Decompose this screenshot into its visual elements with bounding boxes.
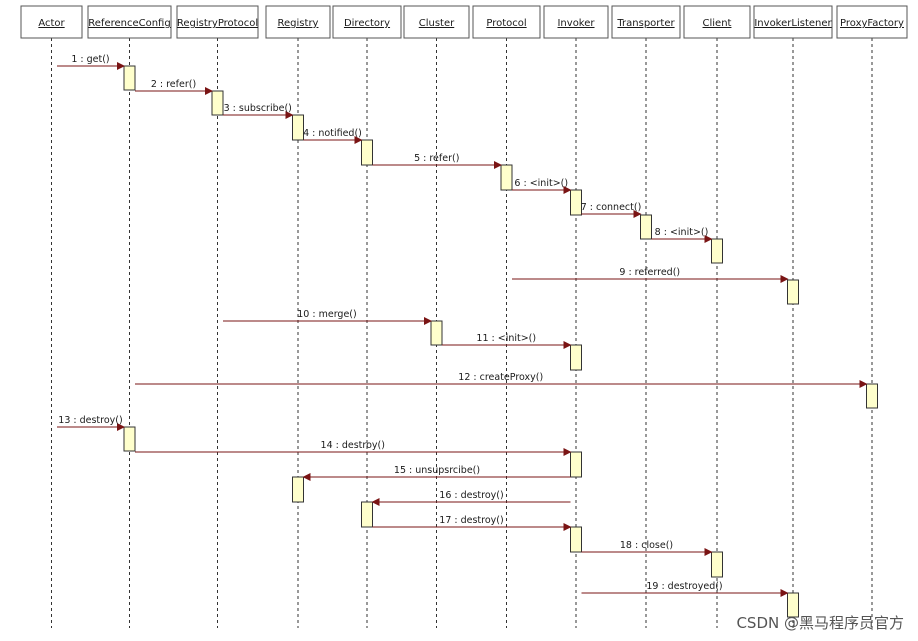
message-label: 13 : destroy() [58,415,122,426]
participant-label-actor: Actor [38,18,65,29]
activation-box [500,164,513,191]
activation-box [430,320,443,346]
participant-box-cluster [403,5,470,39]
activation-box [123,65,136,91]
message-label: 12 : createProxy() [458,372,543,383]
activation-box [570,344,582,371]
message-label: 19 : destroyed() [646,581,722,592]
activation-box [361,139,373,166]
participant-label-protocol: Protocol [486,18,526,29]
participant-box-protocol [472,5,541,39]
message-label: 15 : unsupsrcibe() [394,465,480,476]
activation-box [711,238,723,264]
activation-box [570,526,582,553]
activation-box [787,279,799,305]
message-label: 1 : get() [71,54,109,65]
activation-box [866,383,878,409]
message-label: 4 : notified() [303,128,362,139]
message-label: 3 : subscribe() [224,103,292,114]
activation-box [711,551,723,578]
activation-box [292,476,304,503]
participant-label-cluster: Cluster [419,18,455,29]
activation-box [361,501,373,528]
participant-label-proxyfactory: ProxyFactory [840,18,904,29]
message-label: 7 : connect() [581,202,642,213]
participant-label-registryprotocol: RegistryProtocol [177,18,258,29]
message-label: 18 : close() [620,540,673,551]
participant-box-referenceconfig [87,5,172,39]
message-label: 10 : merge() [297,309,356,320]
activation-box [292,114,304,141]
participant-label-transporter: Transporter [616,18,675,29]
participant-box-proxyfactory [836,5,908,39]
message-label: 6 : <init>() [514,178,568,189]
participant-label-referenceconfig: ReferenceConfig [88,18,170,29]
participant-box-client [683,5,751,39]
participant-box-invoker [543,5,609,39]
participant-box-directory [332,5,402,39]
message-label: 16 : destroy() [439,490,503,501]
participant-box-invokerlistener [753,5,833,39]
participant-label-directory: Directory [344,18,390,29]
message-label: 11 : <init>() [476,333,536,344]
watermark: CSDN @黑马程序员官方 [736,614,904,632]
activation-box [570,189,582,216]
activation-box [123,426,136,452]
activation-box [640,214,652,240]
message-label: 2 : refer() [151,79,196,90]
message-label: 9 : referred() [619,267,680,278]
message-label: 8 : <init>() [655,227,709,238]
activation-box [787,592,799,618]
message-label: 17 : destroy() [439,515,503,526]
participant-box-registryprotocol [176,5,259,39]
participant-box-transporter [611,5,681,39]
activation-box [211,90,224,116]
message-label: 14 : destroy() [321,440,385,451]
message-label: 5 : refer() [414,153,459,164]
participant-label-invokerlistener: InvokerListener [754,18,832,29]
participant-label-registry: Registry [278,18,319,29]
participant-box-registry [265,5,331,39]
participant-box-actor [20,5,83,39]
participant-label-invoker: Invoker [557,18,595,29]
participant-label-client: Client [703,18,732,29]
activation-box [570,451,582,478]
